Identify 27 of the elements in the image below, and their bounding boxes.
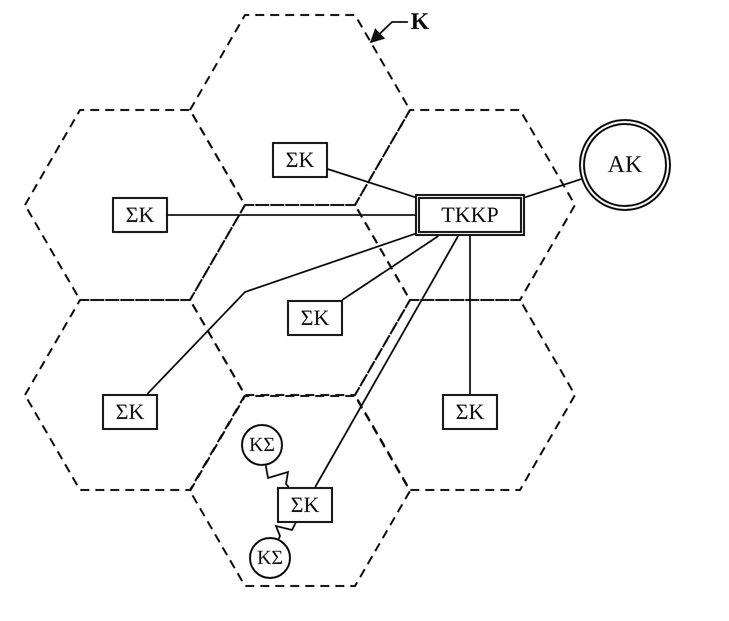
connection-line [328,168,416,198]
double-circle: ΑΚ [579,119,671,211]
cell-label: Κ [408,7,432,37]
cell-hexagon [355,110,575,300]
connection-line [469,236,471,394]
station-circle: ΚΣ [249,537,291,579]
station-box: ΣΚ [287,300,343,336]
connection-line [168,214,415,216]
radio-link-zigzag [274,522,296,540]
station-box: ΣΚ [112,197,168,233]
leader-line [370,21,408,44]
cell-hexagon [190,396,410,586]
cell-hexagon [355,300,575,490]
connection-line [146,232,416,395]
station-circle: ΚΣ [241,424,283,466]
connection-line [342,235,439,301]
station-box: ΣΚ [442,394,498,430]
connection-line [314,236,459,488]
radio-link-zigzag [264,466,290,488]
cell-hexagon [25,110,245,300]
cell-hexagon [25,300,245,490]
center-box: ΤΚΚΡ [415,194,525,236]
station-box: ΣΚ [272,142,328,178]
station-box: ΣΚ [102,394,158,430]
station-box: ΣΚ [277,487,333,523]
cell-hexagon [190,15,410,205]
cell-hexagon [190,205,410,395]
